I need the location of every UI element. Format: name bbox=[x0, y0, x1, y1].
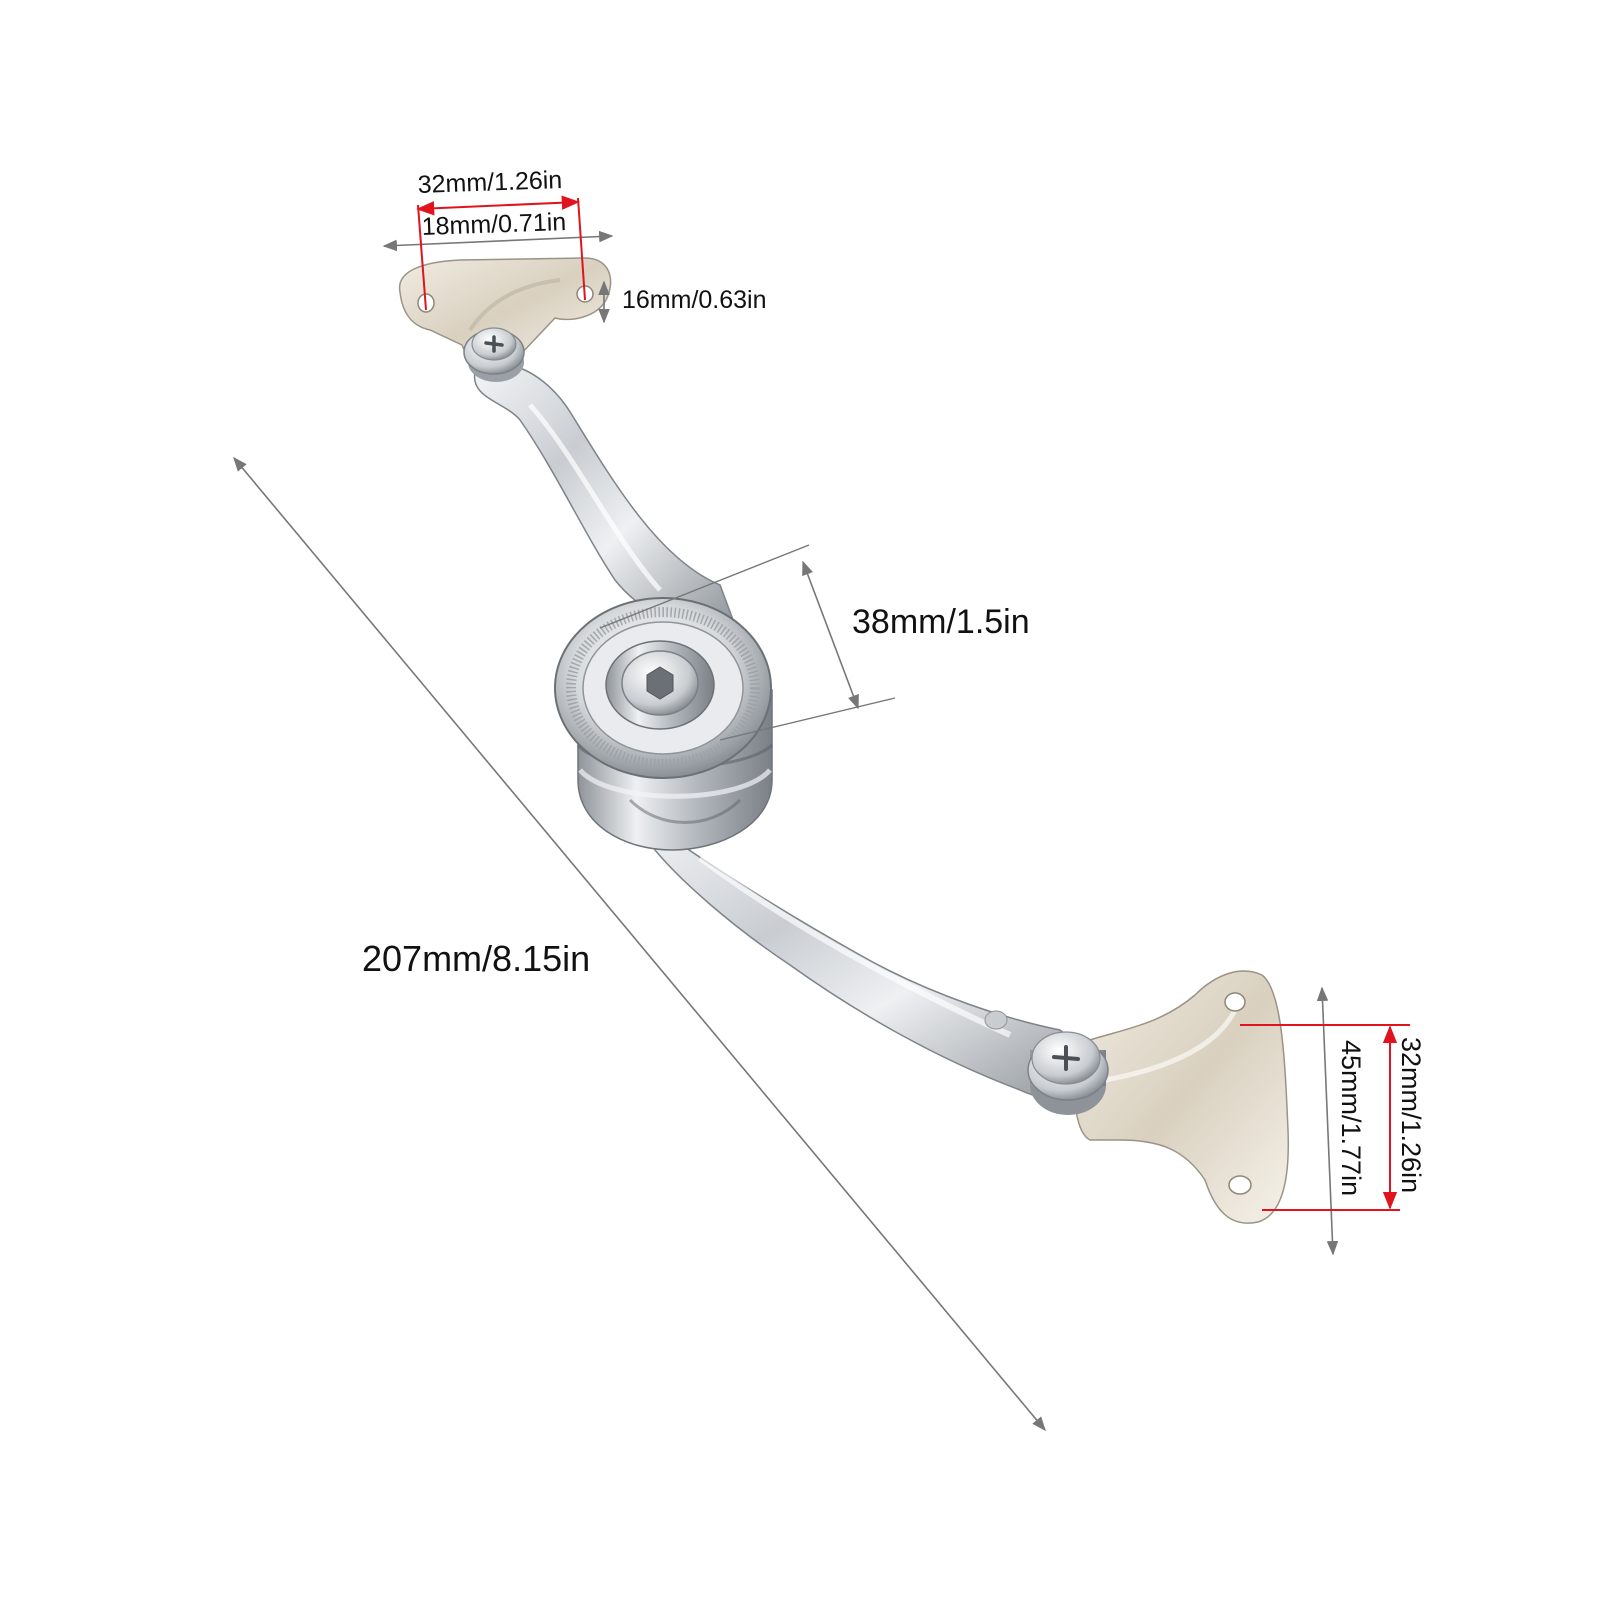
mounting-plate-icon bbox=[398, 257, 612, 367]
bottom-bracket-hole-top bbox=[1224, 992, 1246, 1012]
dim-top-inner-width-label: 18mm/0.71in bbox=[421, 208, 566, 241]
dim-overall-length-line bbox=[233, 456, 1046, 1432]
dim-damper-diameter-label: 38mm/1.5in bbox=[852, 603, 1030, 641]
mounting-plate-icon bbox=[1074, 970, 1290, 1224]
lid-stay-hinge bbox=[398, 257, 1290, 1224]
top-bracket bbox=[398, 257, 612, 367]
dim-top-height-label: 16mm/0.63in bbox=[622, 286, 767, 314]
dim-damper-diameter-line bbox=[802, 560, 859, 710]
damper bbox=[554, 597, 774, 851]
dim-bottom-height-label: 45mm/1.77in bbox=[1336, 1040, 1366, 1196]
dimension-lines bbox=[233, 195, 1410, 1432]
bottom-bracket bbox=[1074, 970, 1290, 1224]
dim-bottom-hole-spacing-label: 32mm/1.26in bbox=[1396, 1037, 1426, 1193]
dim-overall-length-label: 207mm/8.15in bbox=[362, 938, 590, 979]
bottom-bracket-hole-bottom bbox=[1228, 1175, 1252, 1195]
top-pivot bbox=[463, 327, 525, 382]
phillips-screw-icon bbox=[471, 327, 517, 361]
phillips-screw-icon bbox=[1031, 1031, 1101, 1085]
hex-socket-screw-icon bbox=[621, 650, 699, 716]
dim-bottom-height-line bbox=[1316, 986, 1339, 1256]
dim-top-hole-spacing-label: 32mm/1.26in bbox=[417, 166, 562, 199]
dimension-labels: 32mm/1.26in 18mm/0.71in 16mm/0.63in 38mm… bbox=[362, 166, 1426, 1196]
dim-top-inner-width-line bbox=[382, 230, 614, 252]
dim-top-hole-spacing-line bbox=[416, 195, 580, 216]
